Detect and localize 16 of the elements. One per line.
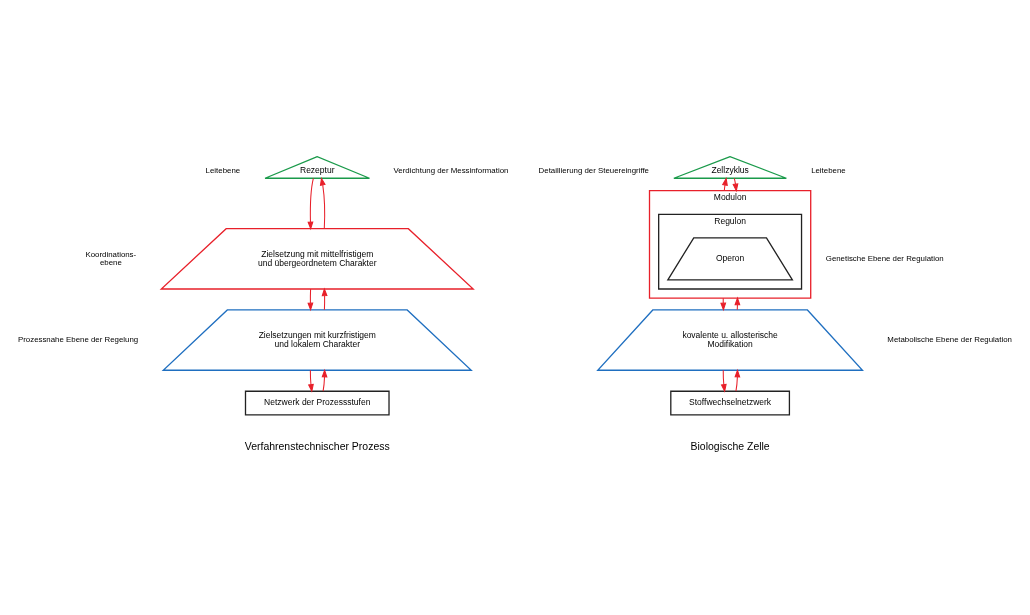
arrow	[732, 177, 739, 192]
arrow	[319, 176, 326, 229]
arrow	[734, 296, 741, 310]
arrow	[307, 177, 314, 230]
arrow	[734, 368, 741, 392]
label: Verfahrenstechnischer Prozess	[244, 440, 390, 452]
label: Biologische Zelle	[690, 440, 770, 452]
arrow	[321, 286, 328, 310]
node-box: Netzwerk der Prozessstufen	[244, 390, 390, 415]
arrow	[720, 297, 727, 311]
node-box: Stoffwechselnetzwerk	[670, 390, 791, 415]
arrow	[321, 368, 328, 392]
arrow	[721, 176, 728, 191]
arrow	[307, 369, 314, 393]
arrow	[307, 288, 314, 311]
arrow	[720, 369, 727, 393]
